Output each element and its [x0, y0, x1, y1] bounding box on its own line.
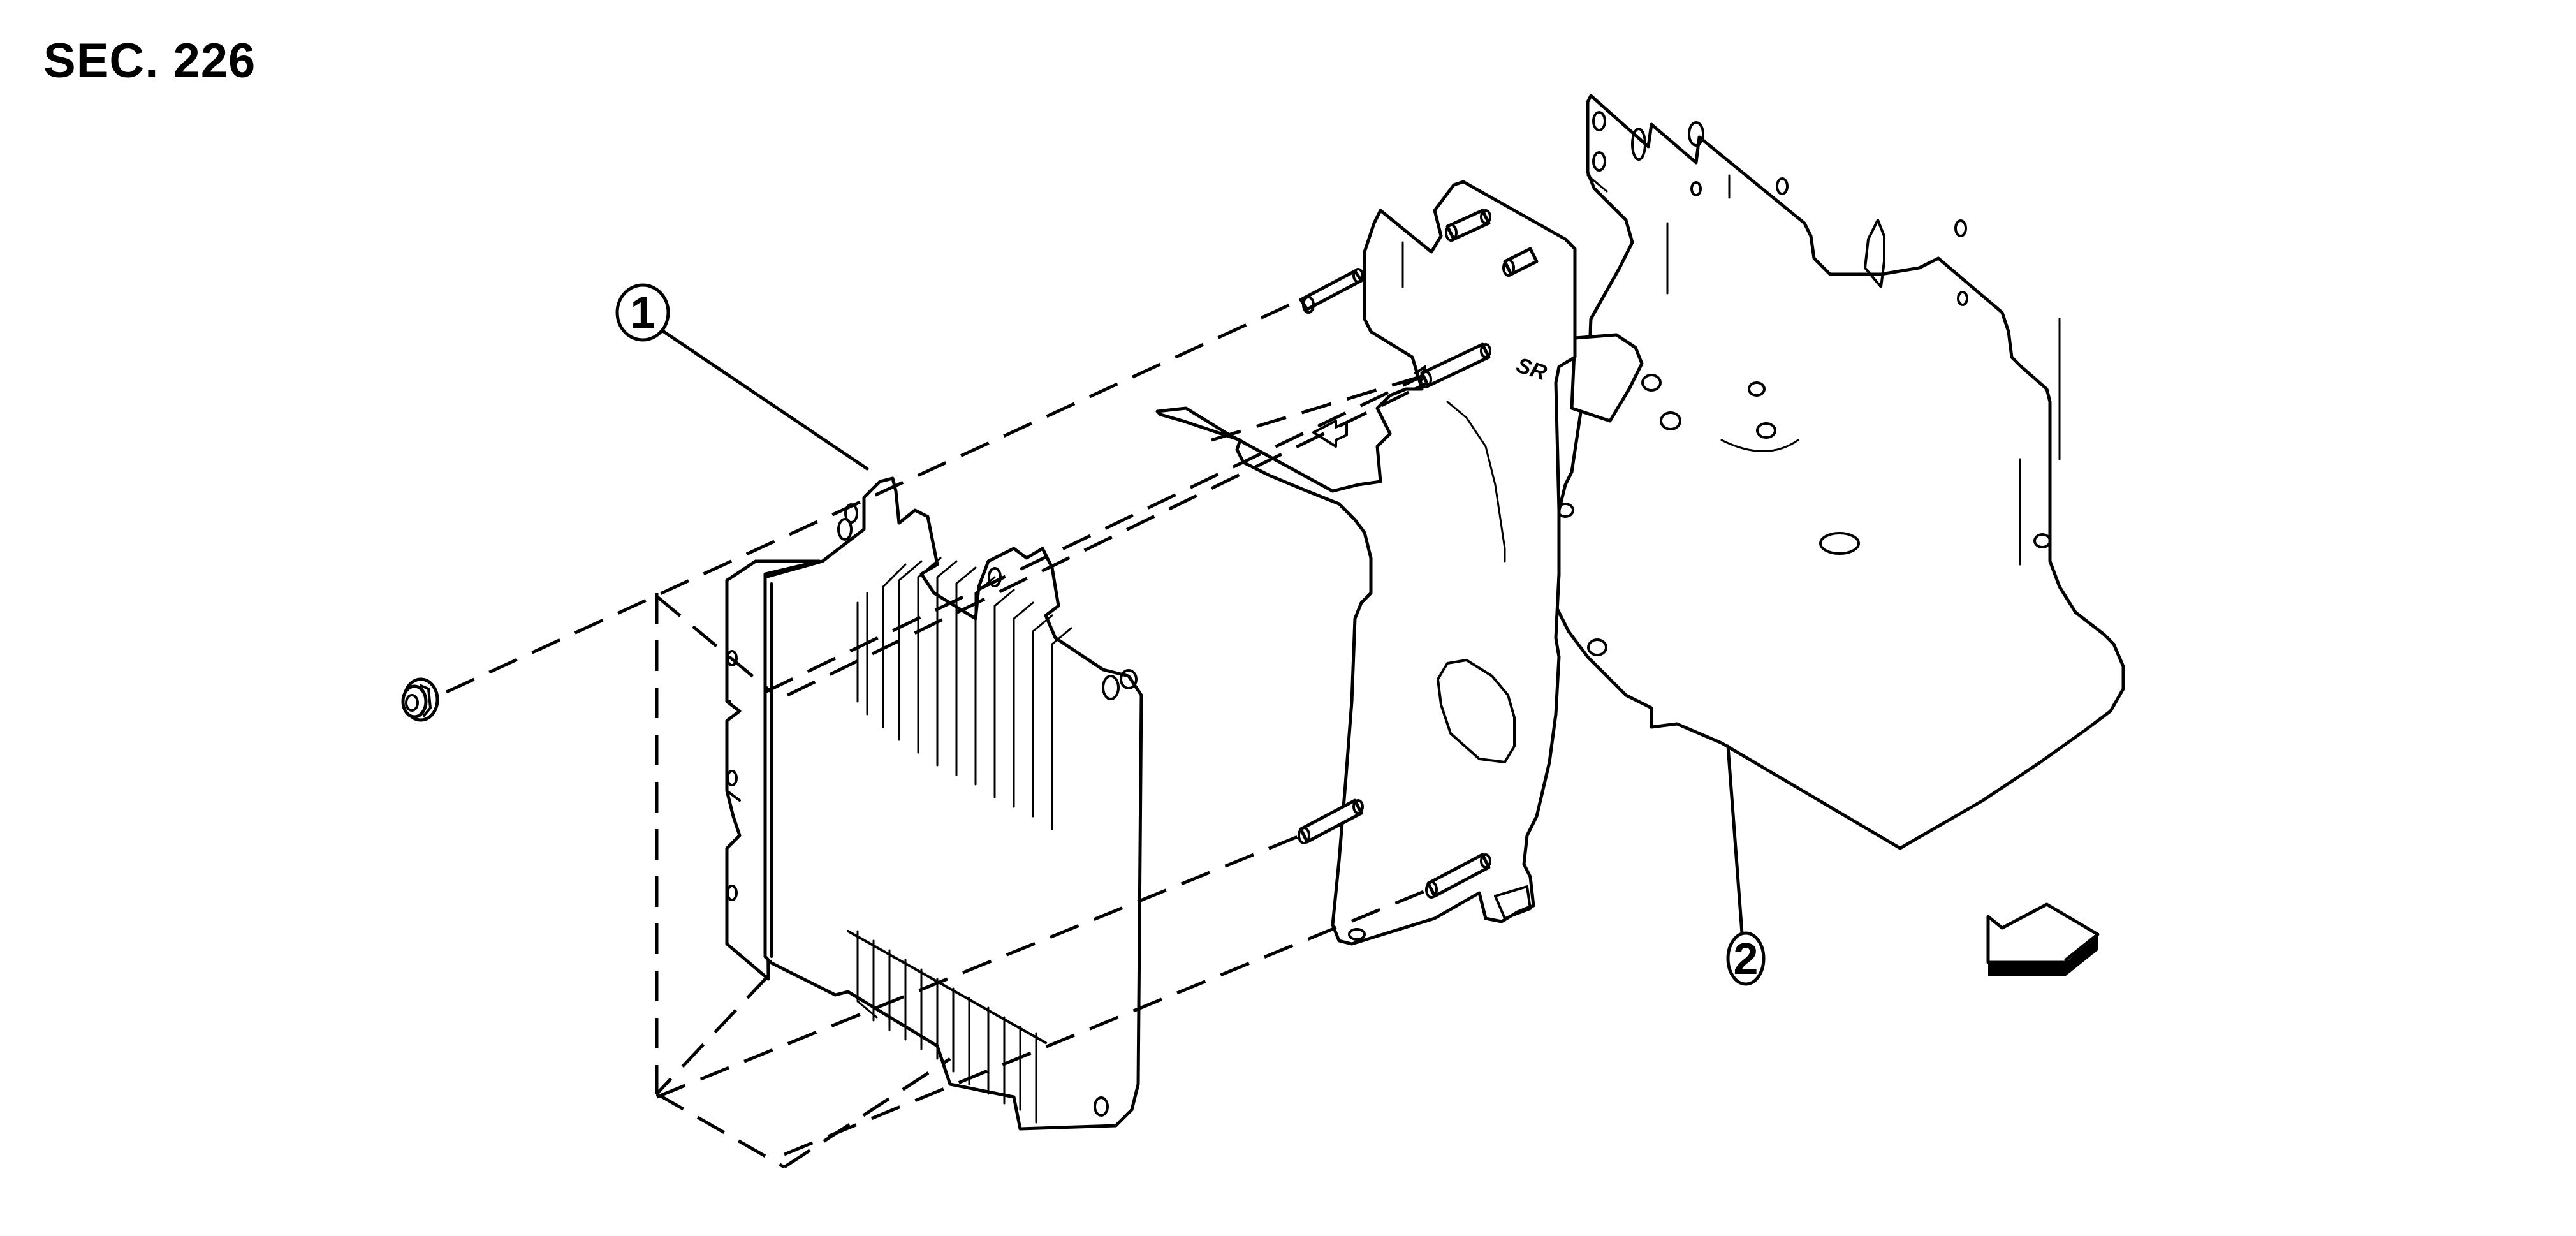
stud-bolt-lower-right — [1425, 853, 1491, 899]
stud-bolt-lower-left — [1298, 798, 1364, 844]
callout-1: 1 — [615, 283, 869, 471]
middle-bracket: SR — [1155, 180, 1577, 946]
alignment-lines — [445, 298, 1430, 1169]
ecu-module — [725, 476, 1143, 1131]
callout-2: 2 — [1726, 744, 1766, 986]
stud-bolt-middle — [1419, 342, 1491, 388]
callout-2-number: 2 — [1734, 934, 1759, 983]
section-label: SEC. 226 — [43, 34, 256, 88]
stud-bolt-upper-right-1 — [1445, 209, 1491, 242]
mounting-plate — [1554, 94, 2125, 850]
stud-bolt-upper-left — [1299, 268, 1364, 314]
front-direction-arrow-icon — [1986, 902, 2100, 976]
bracket-arrow-icon — [1312, 420, 1348, 448]
stud-bolts — [1298, 209, 1539, 899]
stud-bolt-upper-right-2 — [1502, 247, 1539, 277]
flange-nut-icon — [401, 677, 439, 722]
callout-1-number: 1 — [631, 288, 655, 337]
